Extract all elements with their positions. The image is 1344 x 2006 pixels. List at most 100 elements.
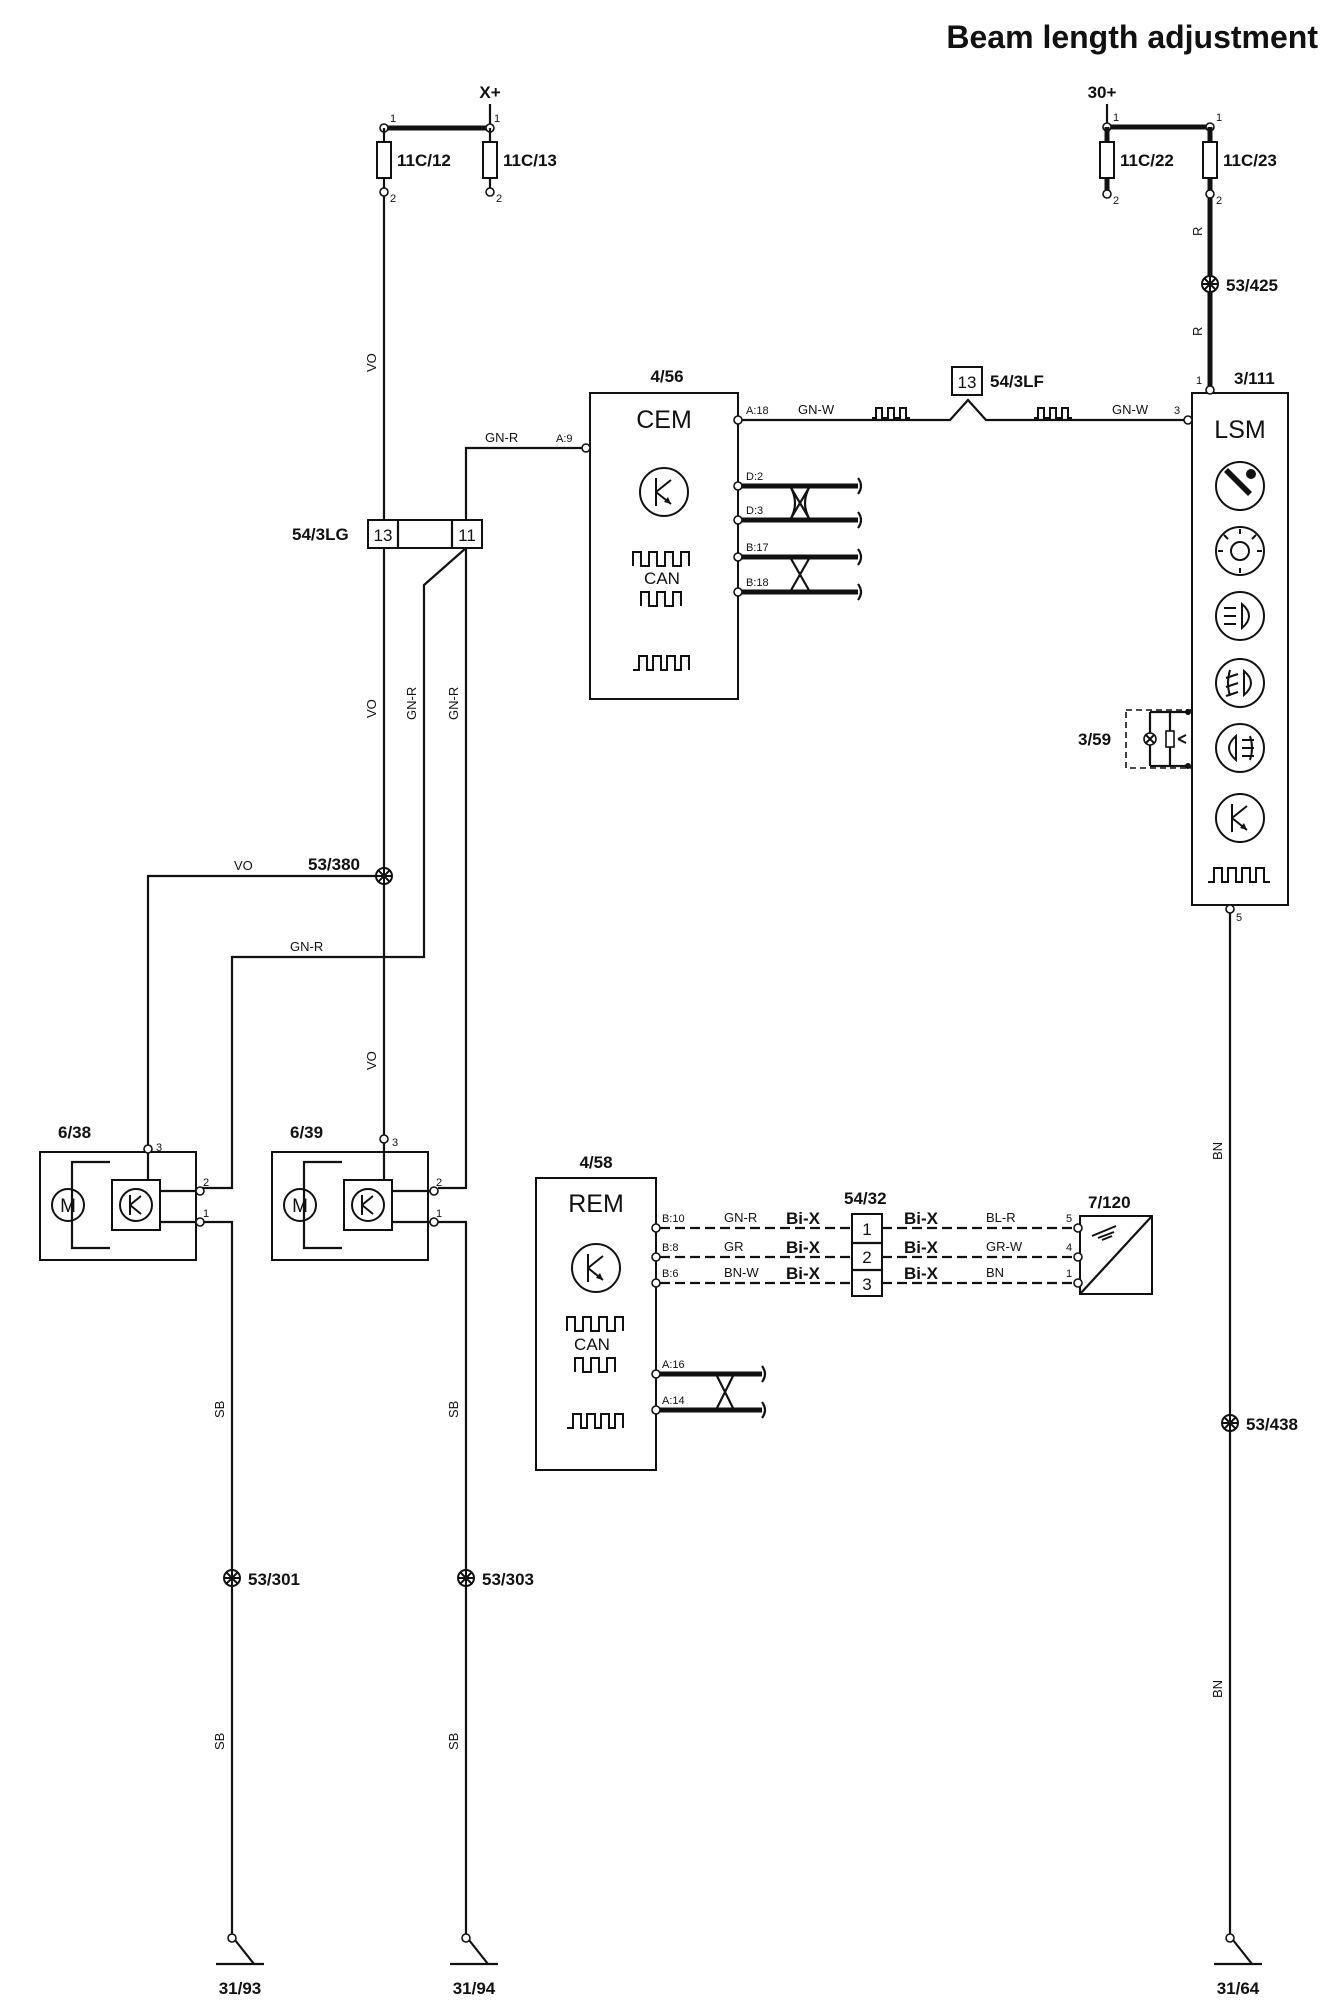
diagram-title: Beam length adjustment — [946, 19, 1318, 55]
motor-symbol: M — [292, 1196, 308, 1217]
pin-label: A:9 — [556, 433, 573, 445]
wire-label: GN-W — [798, 402, 835, 417]
cem-twisted-pairs — [742, 477, 863, 601]
component-ref: 3/59 — [1078, 730, 1111, 749]
splice-label: 53/438 — [1246, 1415, 1298, 1434]
splice-53-425: 53/425 — [1201, 275, 1278, 295]
can-bus-icon: CAN — [632, 551, 690, 607]
wire-label: GR — [724, 1239, 744, 1254]
supply-label-30plus: 30+ — [1088, 83, 1117, 102]
motor-6-39: 6/39 M 3 2 1 — [271, 1123, 442, 1261]
wire-label: R — [1190, 327, 1205, 336]
component-ref: 4/56 — [650, 367, 683, 386]
transistor-icon — [571, 1243, 621, 1293]
can-label: CAN — [574, 1335, 610, 1354]
splice-53-380: 53/380 — [308, 855, 393, 885]
wire-label: Bi-X — [904, 1238, 939, 1257]
connector-label: 54/3LG — [292, 525, 349, 544]
module-name: LSM — [1214, 416, 1265, 444]
wire-label: GN-R — [485, 430, 518, 445]
connector-pin: 13 — [958, 373, 977, 392]
wire-label: Bi-X — [786, 1264, 821, 1283]
signal-pulse-icon — [1034, 407, 1072, 419]
pin-label: B:10 — [662, 1213, 685, 1225]
component-ref: 7/120 — [1088, 1193, 1131, 1212]
wire-label: GR-W — [986, 1239, 1023, 1254]
pin-label: 2 — [496, 193, 502, 205]
wire-label: GN-R — [290, 939, 323, 954]
fuse-label: 11C/12 — [397, 151, 451, 170]
ground-label: 31/94 — [453, 1979, 496, 1998]
parking-light-icon — [1215, 526, 1265, 576]
pin-label: A:16 — [662, 1359, 685, 1371]
wire-label: GN-R — [724, 1210, 757, 1225]
pin-label: A:14 — [662, 1395, 685, 1407]
wire-label: SB — [446, 1401, 461, 1418]
rem-module: 4/58 REM CAN — [535, 1153, 657, 1471]
connector-label: 54/3LF — [990, 372, 1044, 391]
wire-label: VO — [364, 353, 379, 372]
fuse-11c-23: 2 11C/23 — [1202, 127, 1277, 207]
xplus-supply: X+ 1 1 — [379, 83, 501, 133]
fuse-label: 11C/13 — [503, 151, 557, 170]
wire-label: Bi-X — [904, 1209, 939, 1228]
ground-label: 31/93 — [219, 1979, 262, 1998]
fuse-11c-13: 2 11C/13 — [482, 128, 557, 205]
rear-fog-light-icon — [1215, 723, 1265, 773]
splice-label: 53/303 — [482, 1570, 534, 1589]
pin-label: 2 — [390, 193, 396, 205]
wire-vo-branch — [146, 874, 384, 1145]
wire-label: VO — [234, 858, 253, 873]
wire-label: BL-R — [986, 1210, 1016, 1225]
light-switch-icon — [1215, 461, 1265, 511]
connector-label: 54/32 — [844, 1189, 887, 1208]
pin-label: 2 — [1113, 195, 1119, 207]
wire-gnr-left — [200, 547, 467, 1190]
wire-gnr-right — [438, 548, 468, 1190]
connector-54-3lf: 13 54/3LF — [951, 366, 1044, 396]
pin-label: 1 — [1196, 375, 1202, 387]
pin-label: 1 — [1113, 112, 1119, 124]
pin-label: 2 — [436, 1177, 442, 1189]
signal-pulse-icon — [633, 655, 690, 671]
sensor-7-120: 7/120 5 4 1 — [1066, 1193, 1153, 1295]
transistor-icon — [639, 467, 689, 517]
wire-label: SB — [446, 1733, 461, 1750]
module-name: REM — [568, 1190, 624, 1218]
wire-label: GN-R — [446, 687, 461, 720]
wire-label: Bi-X — [904, 1264, 939, 1283]
splice-label: 53/380 — [308, 855, 360, 874]
pin-label: 1 — [1066, 1268, 1072, 1280]
wire-gnr-cem — [464, 446, 582, 520]
wire-label: SB — [212, 1401, 227, 1418]
pin-label: 5 — [1236, 912, 1242, 924]
component-ref: 3/111 — [1234, 369, 1275, 388]
signal-pulse-icon — [872, 407, 910, 419]
wire-label: VO — [364, 1051, 379, 1070]
signal-pulse-icon — [1208, 867, 1270, 883]
pin-label: 1 — [390, 113, 396, 125]
ground-31-64: 31/64 — [1214, 1933, 1262, 1998]
shielded-wires: GN-R GR BN-W Bi-X Bi-X Bi-X Bi-X Bi-X Bi… — [660, 1209, 1076, 1285]
pin-label: 1 — [494, 113, 500, 125]
pin-label: B:8 — [662, 1242, 679, 1254]
connector-pin: 3 — [862, 1275, 871, 1294]
front-fog-light-icon — [1215, 658, 1265, 708]
connector-54-3lg: 54/3LG 13 11 — [292, 519, 483, 549]
motor-symbol: M — [60, 1196, 76, 1217]
transistor-icon — [1215, 793, 1265, 843]
fuse-11c-12: 2 11C/12 — [376, 128, 451, 205]
pin-label: B:6 — [662, 1268, 679, 1280]
headlight-icon — [1215, 591, 1265, 641]
pin-label: 2 — [1216, 195, 1222, 207]
wire-label: GN-W — [1112, 402, 1149, 417]
splice-53-303: 53/303 — [457, 1569, 534, 1589]
component-ref: 6/39 — [290, 1123, 323, 1142]
pin-label: 1 — [1216, 112, 1222, 124]
component-ref: 4/58 — [579, 1153, 612, 1172]
fuse-label: 11C/23 — [1223, 151, 1277, 170]
rem-twisted-pair — [660, 1365, 767, 1419]
connector-pin: 13 — [374, 526, 393, 545]
module-name: CEM — [636, 406, 692, 434]
